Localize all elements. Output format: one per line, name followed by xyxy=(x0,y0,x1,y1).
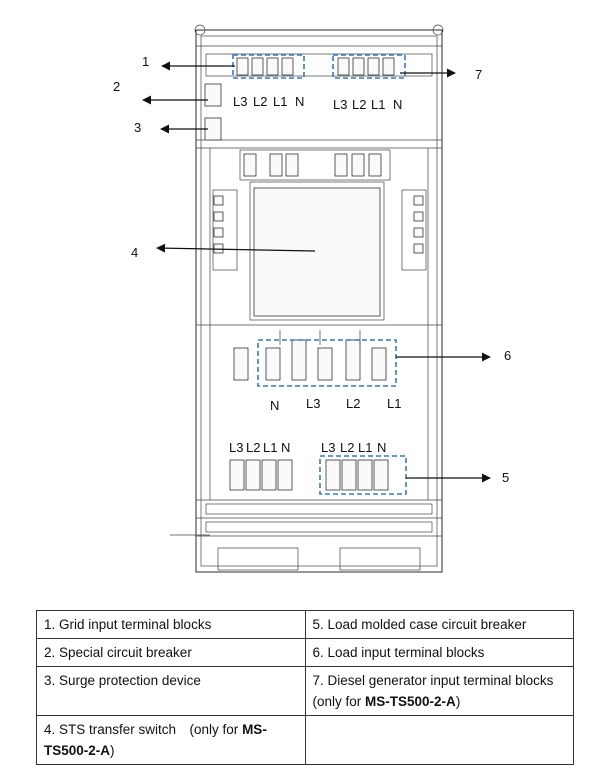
callout-2: 2 xyxy=(113,79,120,94)
highlight-diesel-input xyxy=(332,54,406,79)
callout-5: 5 xyxy=(502,470,509,485)
legend-row: 1. Grid input terminal blocks 5. Load mo… xyxy=(36,610,574,639)
sts-output-phase-label: L3 xyxy=(229,440,243,455)
cabinet-frame xyxy=(170,24,444,573)
highlight-load-breaker xyxy=(319,455,407,495)
bottom-breaker-section xyxy=(205,459,433,533)
load-input-phase-label: L2 xyxy=(346,396,360,411)
load-breaker-phase-label: L3 xyxy=(321,440,335,455)
top-busbar-section xyxy=(204,53,433,141)
diesel-phase-label: L3 xyxy=(333,97,347,112)
legend-item-4-text: 4. STS transfer switch (only for xyxy=(44,722,243,737)
legend-table: 1. Grid input terminal blocks 5. Load mo… xyxy=(36,610,574,765)
callout-arrow-4 xyxy=(156,243,316,253)
load-input-phase-label: L1 xyxy=(387,396,401,411)
load-breaker-phase-label: N xyxy=(377,440,386,455)
legend-empty-cell xyxy=(304,715,574,765)
legend-item-3: 3. Surge protection device xyxy=(36,666,306,716)
sts-output-phase-label: N xyxy=(281,440,290,455)
legend-row: 2. Special circuit breaker 6. Load input… xyxy=(36,638,574,667)
legend-item-7-model: MS-TS500-2-A xyxy=(365,694,456,709)
highlight-load-input xyxy=(257,339,397,387)
legend-row: 4. STS transfer switch (only for MS-TS50… xyxy=(36,715,574,765)
callout-6: 6 xyxy=(504,348,511,363)
callout-4: 4 xyxy=(131,245,138,260)
diesel-phase-label: L1 xyxy=(371,97,385,112)
legend-item-7-close: ) xyxy=(455,694,461,709)
sts-section xyxy=(212,149,427,321)
diesel-phase-label: N xyxy=(393,97,402,112)
grid-phase-label: N xyxy=(295,94,304,109)
legend-item-4: 4. STS transfer switch (only for MS-TS50… xyxy=(36,715,306,765)
sts-output-phase-label: L2 xyxy=(246,440,260,455)
diesel-phase-label: L2 xyxy=(352,97,366,112)
legend-item-7: 7. Diesel generator input terminal block… xyxy=(304,666,574,716)
load-breaker-phase-label: L1 xyxy=(358,440,372,455)
grid-phase-label: L3 xyxy=(233,94,247,109)
legend-item-2: 2. Special circuit breaker xyxy=(36,638,306,667)
sts-output-phase-label: L1 xyxy=(263,440,277,455)
legend-item-4-close: ) xyxy=(110,743,115,758)
legend-item-4-model: MS-TS500-2-A xyxy=(44,722,267,758)
legend-item-7-text: 7. Diesel generator input terminal block… xyxy=(312,673,567,709)
cabinet-diagram: 1 2 3 4 5 6 7 L3 L2 L1 N L3 L2 L1 N N L3… xyxy=(113,24,511,573)
callout-3: 3 xyxy=(134,120,141,135)
callout-7: 7 xyxy=(475,67,482,82)
grid-phase-label: L2 xyxy=(253,94,267,109)
legend-row: 3. Surge protection device 7. Diesel gen… xyxy=(36,666,574,716)
grid-phase-label: L1 xyxy=(273,94,287,109)
load-input-phase-label: N xyxy=(270,398,279,413)
load-input-phase-label: L3 xyxy=(306,396,320,411)
legend-item-6: 6. Load input terminal blocks xyxy=(304,638,574,667)
load-breaker-phase-label: L2 xyxy=(340,440,354,455)
callout-1: 1 xyxy=(142,54,149,69)
legend-item-5: 5. Load molded case circuit breaker xyxy=(304,610,574,639)
legend-item-1: 1. Grid input terminal blocks xyxy=(36,610,306,639)
load-input-section xyxy=(233,330,387,381)
